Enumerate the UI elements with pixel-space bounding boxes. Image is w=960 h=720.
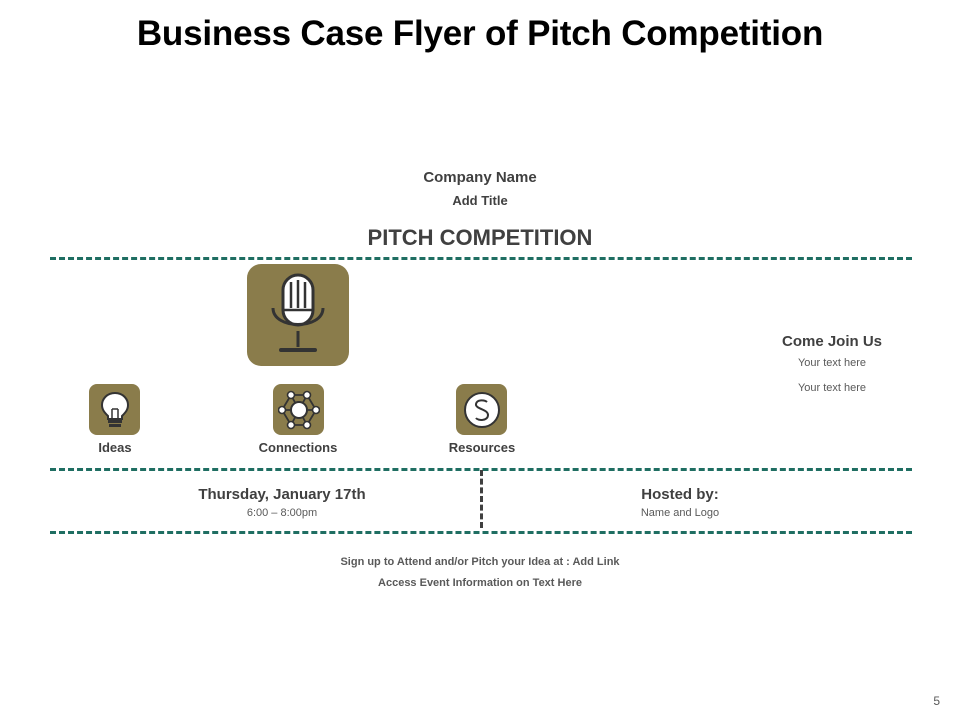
join-text-2: Your text here	[797, 382, 867, 394]
flyer-subtitle: Add Title	[452, 193, 508, 208]
page-number: 5	[933, 694, 940, 708]
feature-label-resources: Resources	[448, 440, 516, 455]
connections-icon-tile	[273, 384, 324, 435]
event-date: Thursday, January 17th	[198, 486, 366, 503]
slide-title: Business Case Flyer of Pitch Competition	[136, 14, 824, 53]
signup-text: Sign up to Attend and/or Pitch your Idea…	[340, 556, 620, 568]
join-title: Come Join Us	[781, 333, 883, 350]
lightbulb-icon	[100, 391, 129, 427]
dollar-coin-icon	[463, 391, 500, 428]
company-name: Company Name	[423, 169, 537, 186]
flyer-heading: PITCH COMPETITION	[367, 225, 593, 250]
join-text-1: Your text here	[797, 357, 867, 369]
event-info-text: Access Event Information on Text Here	[378, 577, 582, 589]
microphone-icon	[271, 273, 325, 352]
host-name: Name and Logo	[640, 507, 720, 519]
microphone-icon-tile	[247, 264, 349, 366]
bottom-divider	[50, 531, 912, 534]
resources-icon-tile	[456, 384, 507, 435]
ideas-icon-tile	[89, 384, 140, 435]
vertical-divider	[480, 470, 483, 528]
top-divider	[50, 257, 912, 260]
middle-divider	[50, 468, 912, 471]
event-time: 6:00 – 8:00pm	[246, 507, 318, 519]
feature-label-connections: Connections	[258, 440, 338, 455]
feature-label-ideas: Ideas	[98, 440, 132, 455]
host-title: Hosted by:	[641, 486, 719, 503]
network-icon	[277, 390, 320, 429]
